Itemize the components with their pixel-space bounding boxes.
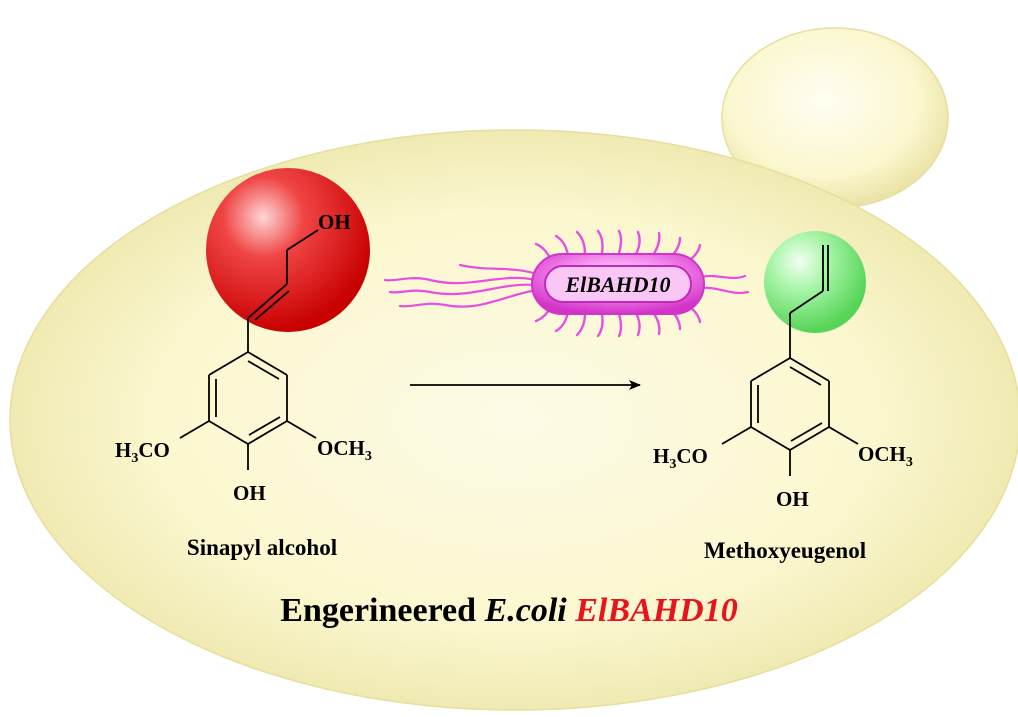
product-right-group: OCH3 <box>858 442 913 470</box>
product-left-group: H3CO <box>653 444 708 472</box>
reactant-bottom-oh: OH <box>233 481 266 505</box>
product-bottom-oh: OH <box>776 487 809 511</box>
reactant-structure <box>179 229 319 470</box>
enzyme-label: ElBAHD10 <box>564 272 670 297</box>
reactant-right-group: OCH3 <box>317 436 372 464</box>
bacterium-inner <box>544 265 692 303</box>
bacterium-icon <box>383 229 750 338</box>
reactant-name: Sinapyl alcohol <box>187 535 337 560</box>
figure-title: Engerineered E.coli ElBAHD10 <box>0 592 1018 630</box>
title-organism: E.coli <box>484 592 567 629</box>
product-name: Methoxyeugenol <box>704 538 866 563</box>
reactant-left-group: H3CO <box>115 438 170 466</box>
title-gene: ElBAHD10 <box>575 592 738 629</box>
product-structure <box>721 245 859 476</box>
title-prefix: Engerineered <box>280 592 477 629</box>
reactant-top-oh: OH <box>318 210 351 234</box>
product-highlight-sphere <box>764 231 866 333</box>
